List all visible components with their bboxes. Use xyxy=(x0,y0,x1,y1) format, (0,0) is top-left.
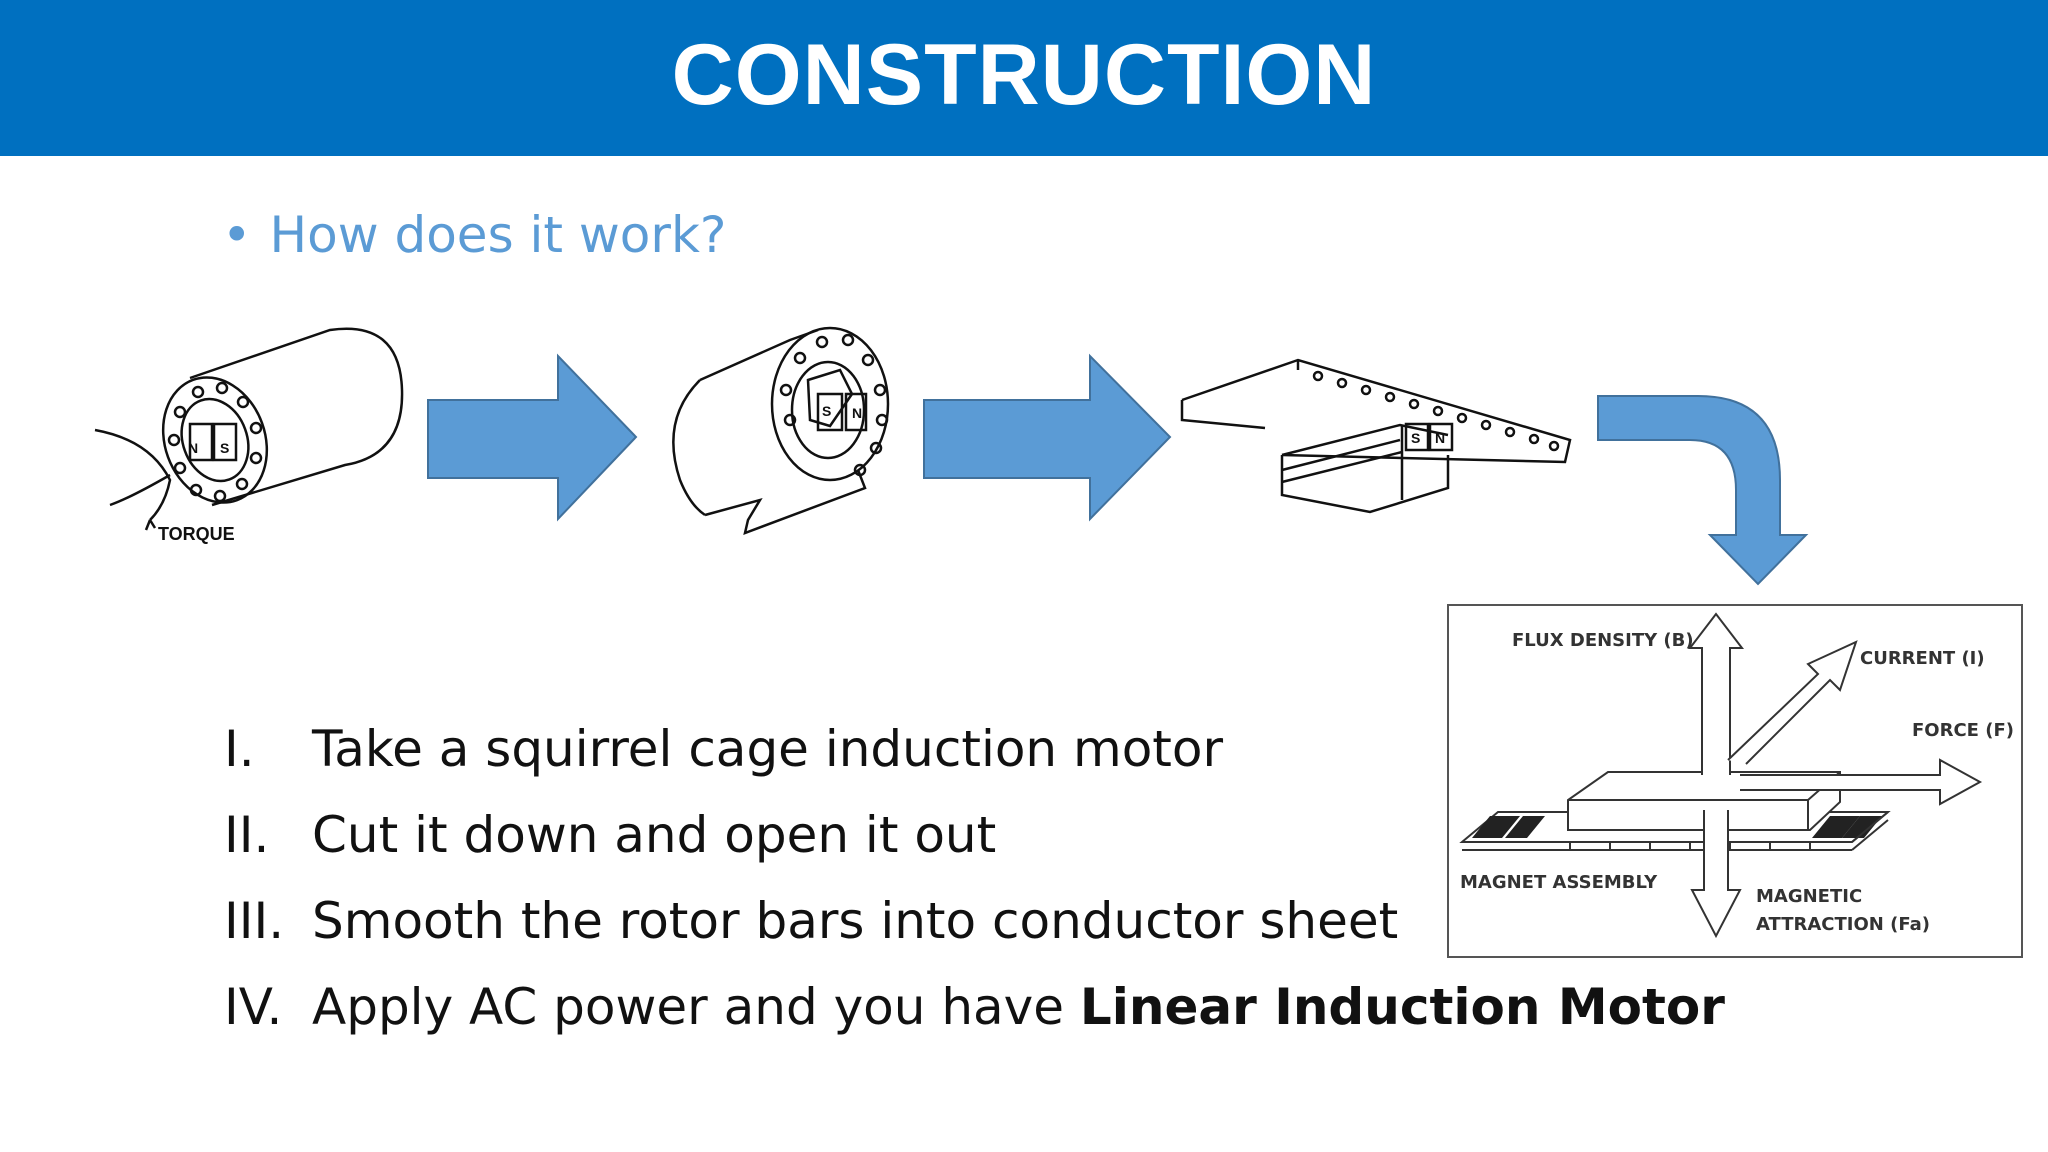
cut-motor-north-label: N xyxy=(852,405,862,421)
step-text-bold: Linear Induction Motor xyxy=(1079,978,1725,1036)
step-text: Cut it down and open it out xyxy=(312,806,996,864)
magnet-assembly-label: MAGNET ASSEMBLY xyxy=(1460,872,1658,893)
current-label: CURRENT (I) xyxy=(1860,648,1985,669)
cut-motor-south-label: S xyxy=(822,403,831,419)
arrow-curved-down xyxy=(1597,395,1809,586)
flux-density-label: FLUX DENSITY (B) xyxy=(1512,630,1694,651)
slide-title: CONSTRUCTION xyxy=(671,27,1377,123)
step-number: II. xyxy=(224,806,270,864)
step-text: Take a squirrel cage induction motor xyxy=(312,720,1223,778)
linear-north-label: N xyxy=(1435,430,1445,446)
cut-motor-illustration xyxy=(672,326,890,535)
subtitle-bullet: • How does it work? xyxy=(222,206,726,264)
subtitle-text: How does it work? xyxy=(269,206,727,264)
motor-illustration xyxy=(94,327,404,531)
step-text-plain: Smooth the rotor bars into conductor she… xyxy=(312,892,1399,950)
step-text-plain: Cut it down and open it out xyxy=(312,806,997,864)
torque-label: TORQUE xyxy=(158,524,235,544)
bullet-dot: • xyxy=(222,206,252,264)
arrow-right-1 xyxy=(427,353,638,522)
north-pole-label: N xyxy=(188,440,198,456)
step-text-plain: Take a squirrel cage induction motor xyxy=(312,720,1224,778)
magnetic-label: MAGNETIC xyxy=(1756,886,1862,907)
arrow-right-2 xyxy=(923,353,1172,522)
step-number: I. xyxy=(224,720,255,778)
south-pole-label: S xyxy=(220,440,229,456)
step-text-plain: Apply AC power and you have xyxy=(312,978,1080,1036)
force-diagram-drawing xyxy=(1459,612,1983,939)
step-number: III. xyxy=(224,892,285,950)
step-text: Apply AC power and you have Linear Induc… xyxy=(312,978,1725,1036)
step-number: IV. xyxy=(224,978,283,1036)
linear-south-label: S xyxy=(1411,430,1420,446)
force-label: FORCE (F) xyxy=(1912,720,2014,741)
step-text: Smooth the rotor bars into conductor she… xyxy=(312,892,1398,950)
title-bar xyxy=(0,0,2048,156)
attraction-label: ATTRACTION (Fa) xyxy=(1756,914,1930,935)
linear-motor-illustration xyxy=(1180,358,1572,514)
